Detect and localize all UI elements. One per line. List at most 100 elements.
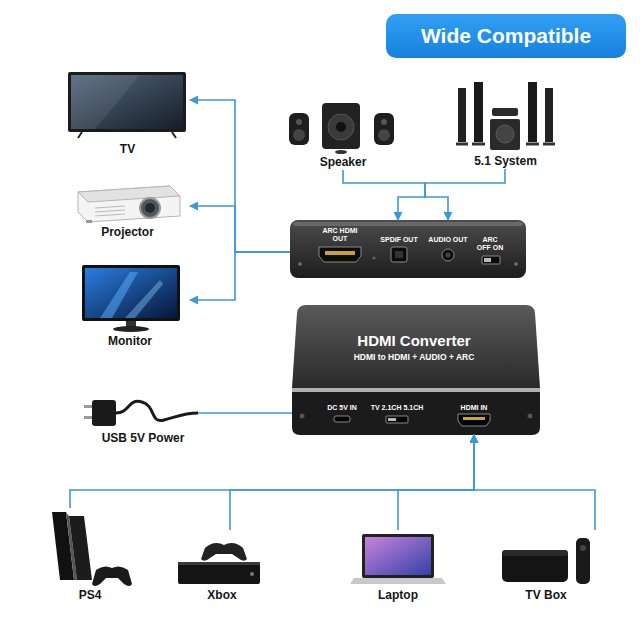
speaker-icon (322, 103, 360, 149)
converter-back (293, 222, 523, 226)
usb-port (334, 416, 350, 422)
ps4-icon (92, 566, 132, 586)
ps4-icon (69, 516, 92, 580)
surround-icon (496, 125, 514, 143)
device-node: PS4 (45, 508, 135, 603)
converter-panel: ARC HDMI OUTSPDIF OUTAUDIO OUTARC OFF ON (290, 220, 526, 278)
connector-line (474, 435, 595, 530)
connector-line (190, 252, 290, 300)
panel-text: ARC OFF ON (476, 236, 504, 252)
surround-icon (490, 119, 520, 150)
panel-text: HDMI Converter (314, 332, 514, 350)
speaker-icon (328, 114, 354, 140)
speaker-icon (335, 150, 347, 154)
projector-icon (78, 186, 180, 222)
device-label: TV Box (525, 588, 566, 603)
speaker-icon (336, 122, 346, 132)
connector-line (398, 435, 474, 530)
device-label: TV (120, 142, 135, 157)
surround-icon (492, 108, 518, 116)
usb-icon (84, 416, 92, 419)
icon-space (348, 530, 448, 588)
xbox-icon (178, 562, 260, 565)
surround-icon (456, 143, 555, 146)
icon-space (70, 262, 190, 334)
icon-space (495, 530, 597, 588)
switch (482, 256, 500, 264)
monitor-icon (82, 265, 180, 321)
hdmi-port (458, 414, 490, 426)
monitor-icon (125, 280, 163, 318)
usb-icon (84, 405, 92, 408)
panel-text: ARC HDMI OUT (318, 227, 362, 243)
icon-space (88, 395, 198, 431)
screw (514, 262, 518, 266)
converter-back (290, 220, 526, 278)
tvbox-icon (580, 545, 586, 551)
speaker-icon (296, 119, 302, 125)
icon-space (45, 508, 135, 588)
switch (386, 416, 408, 423)
device-node: Laptop (348, 530, 448, 603)
device-label: Monitor (108, 334, 152, 349)
tv-icon (71, 75, 140, 129)
device-node: TV Box (495, 530, 597, 603)
speaker-icon (374, 113, 394, 145)
converter-panel: HDMI ConverterHDMI to HDMI + AUDIO + ARC… (292, 305, 540, 435)
connector-line (70, 435, 474, 508)
monitor-icon (85, 268, 177, 318)
panel-text: AUDIO OUT (425, 236, 471, 244)
hdmi-port (325, 251, 355, 255)
usb-icon (92, 400, 116, 426)
connector-line (343, 170, 425, 220)
projector-icon (78, 186, 180, 202)
icon-space (65, 178, 190, 225)
switch (388, 418, 396, 421)
panel-text: HDMI to HDMI + AUDIO + ARC (314, 352, 514, 362)
panel-text: DC 5V IN (320, 404, 364, 412)
optical-port (391, 247, 407, 262)
device-label: Projector (101, 225, 154, 240)
indicator-dot (373, 257, 376, 260)
hdmi-port (463, 417, 485, 420)
monitor-icon (113, 326, 149, 332)
title-badge: Wide Compatible (386, 14, 626, 58)
connector-line (425, 169, 505, 220)
connector-line (190, 206, 290, 252)
tvbox-icon (502, 550, 568, 556)
device-label: Xbox (207, 588, 236, 603)
icon-space (65, 70, 190, 142)
device-label: PS4 (79, 588, 102, 603)
icon-space (172, 530, 272, 588)
converter-front (292, 305, 540, 388)
device-node: Xbox (172, 530, 272, 603)
hdmi-port (319, 247, 361, 262)
device-label: Laptop (378, 588, 418, 603)
screw (298, 262, 302, 266)
converter-front (292, 388, 540, 392)
icon-space (283, 100, 403, 155)
audio-jack (446, 253, 451, 258)
screw (528, 414, 533, 419)
panel-text: TV 2.1CH 5.1CH (365, 404, 429, 412)
device-node: 5.1 System (448, 78, 563, 169)
tv-icon (78, 132, 176, 138)
speaker-icon (293, 129, 305, 141)
usb-icon (116, 401, 198, 420)
connector-line (190, 100, 290, 252)
speaker-icon (381, 119, 387, 125)
speaker-icon (378, 129, 390, 141)
tvbox-icon (502, 550, 568, 582)
projector-icon (95, 206, 125, 216)
icon-space (448, 78, 563, 154)
panel-text: HDMI IN (454, 404, 494, 412)
screw (300, 414, 305, 419)
laptop-icon (365, 537, 431, 575)
xbox-icon (178, 562, 260, 584)
xbox-icon (201, 543, 247, 561)
device-label: 5.1 System (474, 154, 537, 169)
